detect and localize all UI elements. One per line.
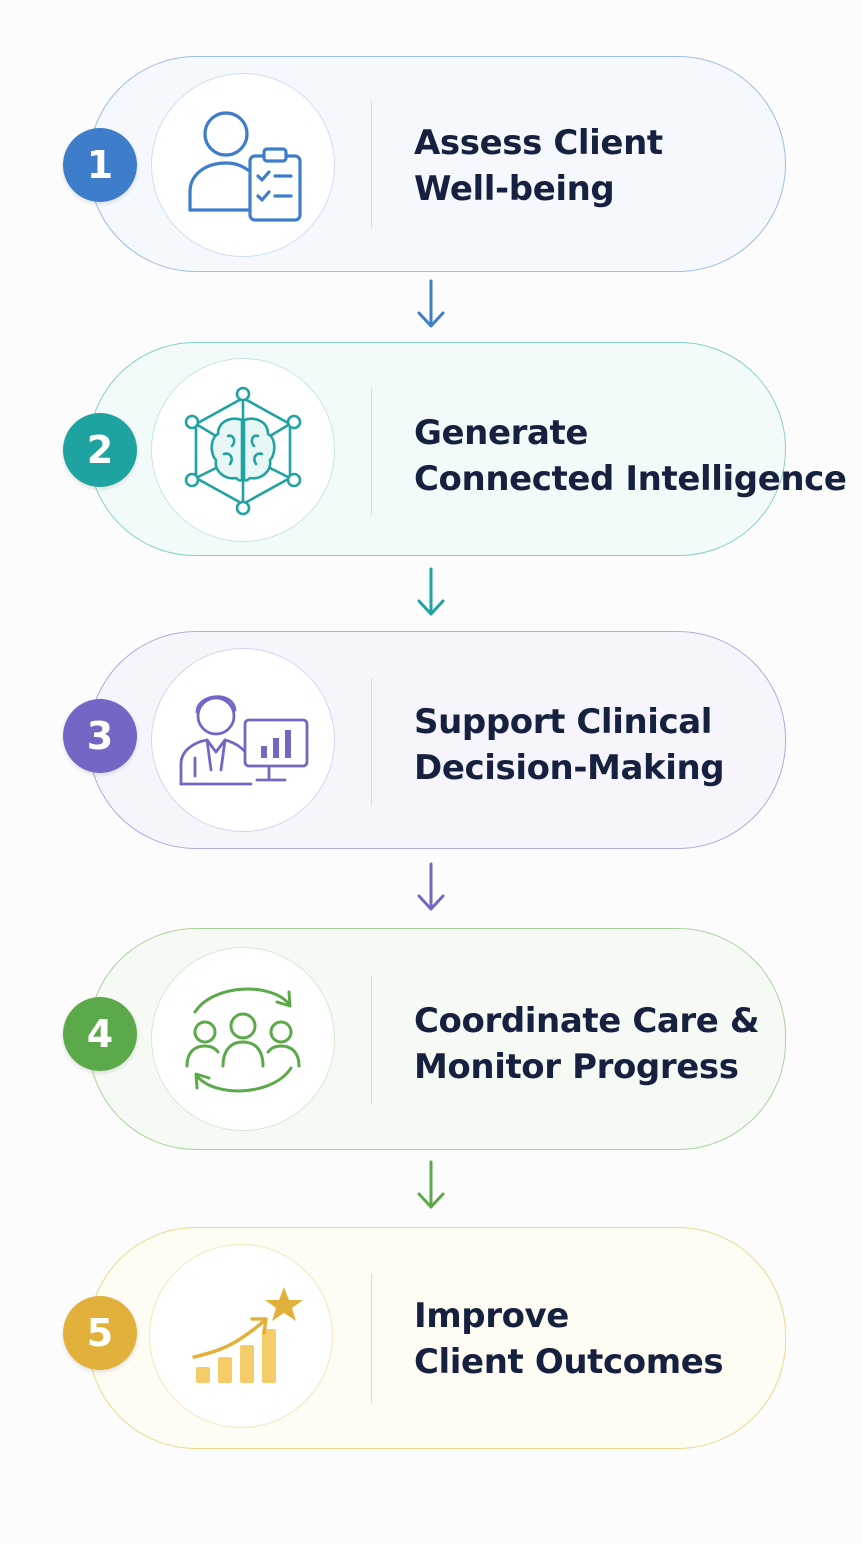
step-divider-5: [371, 1274, 372, 1404]
step-number-badge-4: 4: [63, 997, 137, 1071]
step-icon-circle-5: [149, 1244, 333, 1428]
step-title-2-line1: Generate: [414, 413, 589, 453]
step-icon-circle-1: [151, 73, 335, 257]
step-title-4-line2: Monitor Progress: [414, 1047, 739, 1087]
down-arrow-icon: [417, 567, 445, 616]
step-title-5-line2: Client Outcomes: [414, 1342, 724, 1382]
step-title-1-line1: Assess Client: [414, 123, 663, 163]
user-clipboard-icon: [188, 111, 302, 222]
step-card-3: 3 Support Clinical Decision-Making: [63, 631, 786, 849]
step-card-2: 2 Gener: [63, 342, 847, 556]
step-number-badge-3: 3: [63, 699, 137, 773]
down-arrow-icon: [417, 1160, 445, 1209]
step-title-1: Assess Client Well-being: [414, 120, 765, 212]
clinician-dashboard-icon: [179, 695, 309, 786]
step-divider-3: [371, 678, 372, 806]
step-title-5: Improve Client Outcomes: [414, 1293, 765, 1385]
step-number-badge-2: 2: [63, 413, 137, 487]
step-title-3-line1: Support Clinical: [414, 702, 713, 742]
step-icon-circle-3: [151, 648, 335, 832]
team-cycle-icon: [185, 987, 301, 1093]
step-divider-4: [371, 975, 372, 1105]
step-divider-1: [371, 101, 372, 229]
growth-chart-star-icon: [192, 1287, 303, 1383]
step-card-1: 1 Assess Client Well-being: [63, 56, 786, 272]
step-card-5: 5 Improve Client Outcomes: [63, 1227, 786, 1449]
step-title-3: Support Clinical Decision-Making: [414, 699, 765, 791]
step-title-2: Generate Connected Intelligence: [414, 410, 847, 502]
step-title-4-line1: Coordinate Care &: [414, 1001, 760, 1041]
down-arrow-icon: [417, 279, 445, 328]
step-number-badge-5: 5: [63, 1296, 137, 1370]
step-title-3-line2: Decision-Making: [414, 748, 725, 788]
down-arrow-icon: [417, 862, 445, 911]
step-icon-circle-4: [151, 947, 335, 1131]
step-title-2-line2: Connected Intelligence: [414, 459, 847, 499]
step-card-4: 4 Coordinate Care & Monitor Progress: [63, 928, 786, 1150]
step-title-4: Coordinate Care & Monitor Progress: [414, 998, 765, 1090]
step-number-badge-1: 1: [63, 128, 137, 202]
brain-network-icon: [184, 386, 302, 516]
step-title-5-line1: Improve: [414, 1296, 569, 1336]
step-title-1-line2: Well-being: [414, 169, 615, 209]
step-icon-circle-2: [151, 358, 335, 542]
step-divider-2: [371, 387, 372, 515]
